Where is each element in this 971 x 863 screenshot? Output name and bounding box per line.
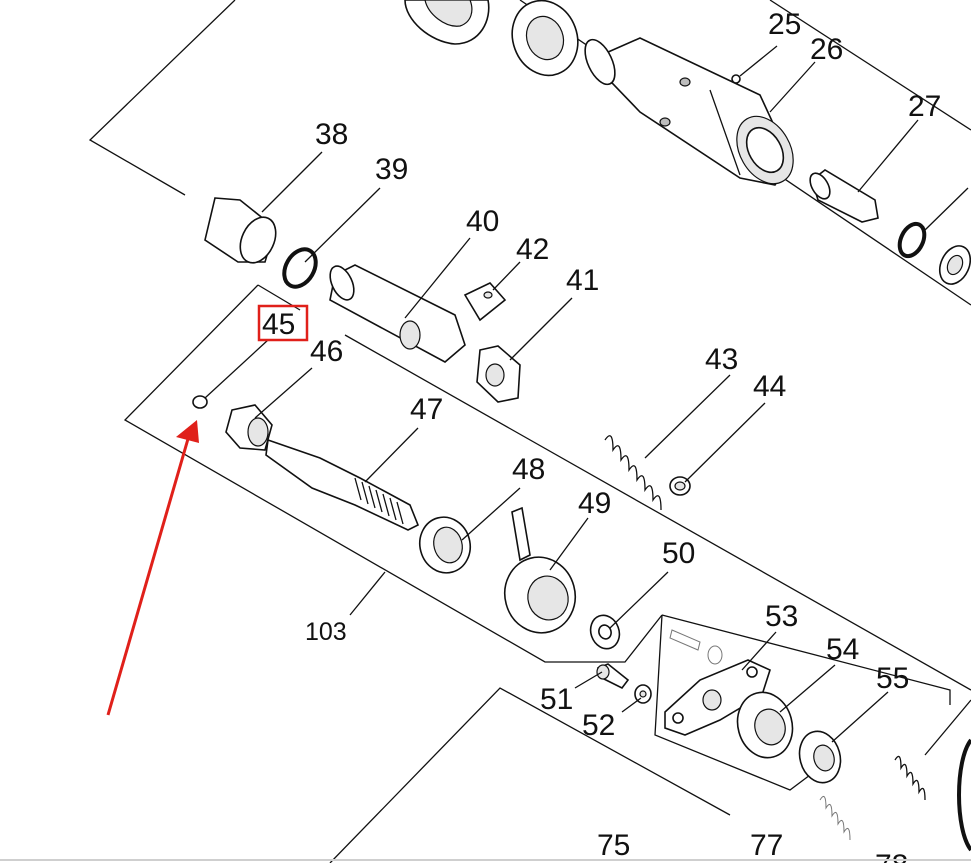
label-39: 39 <box>375 153 408 186</box>
label-43: 43 <box>705 343 738 376</box>
label-46: 46 <box>310 335 343 368</box>
part-labels: 25 26 27 38 39 40 42 41 43 44 45 46 47 4… <box>262 8 941 863</box>
part-25-pin <box>731 74 741 84</box>
part-51-screw <box>596 663 630 690</box>
part-55-bearing <box>798 730 842 784</box>
label-26: 26 <box>810 33 843 66</box>
assembly-outline-bottom <box>329 687 731 863</box>
part-52-washer <box>634 684 652 704</box>
part-26-cylinder <box>584 37 794 186</box>
label-44: 44 <box>753 370 786 403</box>
label-27: 27 <box>908 90 941 123</box>
part-46-knurled-nut <box>225 404 273 451</box>
part-40-tube <box>329 264 466 363</box>
part-spring-right <box>894 755 926 801</box>
part-43-spring <box>604 435 662 511</box>
label-45: 45 <box>262 308 295 341</box>
label-52: 52 <box>582 709 615 742</box>
label-25: 25 <box>768 8 801 41</box>
part-ring-top <box>511 0 579 77</box>
label-42: 42 <box>516 233 549 266</box>
label-51: 51 <box>540 683 573 716</box>
part-large-ring-edge <box>957 738 971 852</box>
part-o-ring-27 <box>897 221 927 259</box>
part-54-bearing <box>736 691 794 759</box>
label-41: 41 <box>566 264 599 297</box>
label-47: 47 <box>410 393 443 426</box>
highlight-box <box>257 304 309 342</box>
part-45-clip <box>192 395 208 409</box>
label-53: 53 <box>765 600 798 633</box>
part-42-pin <box>463 282 507 322</box>
part-gear-top <box>404 0 490 45</box>
label-49: 49 <box>578 487 611 520</box>
part-50-washer <box>589 614 621 650</box>
part-41-plate <box>476 345 521 403</box>
label-103: 103 <box>305 618 347 646</box>
assembly-outline-53 <box>654 614 951 791</box>
label-50: 50 <box>662 537 695 570</box>
label-48: 48 <box>512 453 545 486</box>
highlight-arrow <box>106 420 199 716</box>
part-38-sleeve <box>204 197 277 264</box>
part-39-o-ring <box>282 247 318 289</box>
label-38: 38 <box>315 118 348 151</box>
part-49-housing <box>503 506 577 634</box>
label-77: 77 <box>750 829 783 862</box>
part-ghost-spring <box>819 795 851 841</box>
label-54: 54 <box>826 633 859 666</box>
part-27-plunger <box>809 169 879 223</box>
part-48-cam <box>418 516 472 574</box>
label-55: 55 <box>876 662 909 695</box>
label-75: 75 <box>597 829 630 862</box>
part-washer-27 <box>938 245 971 285</box>
leader-lines <box>204 45 971 756</box>
part-47-spindle <box>265 438 420 531</box>
label-40: 40 <box>466 205 499 238</box>
part-ghost-bolt <box>669 629 723 665</box>
